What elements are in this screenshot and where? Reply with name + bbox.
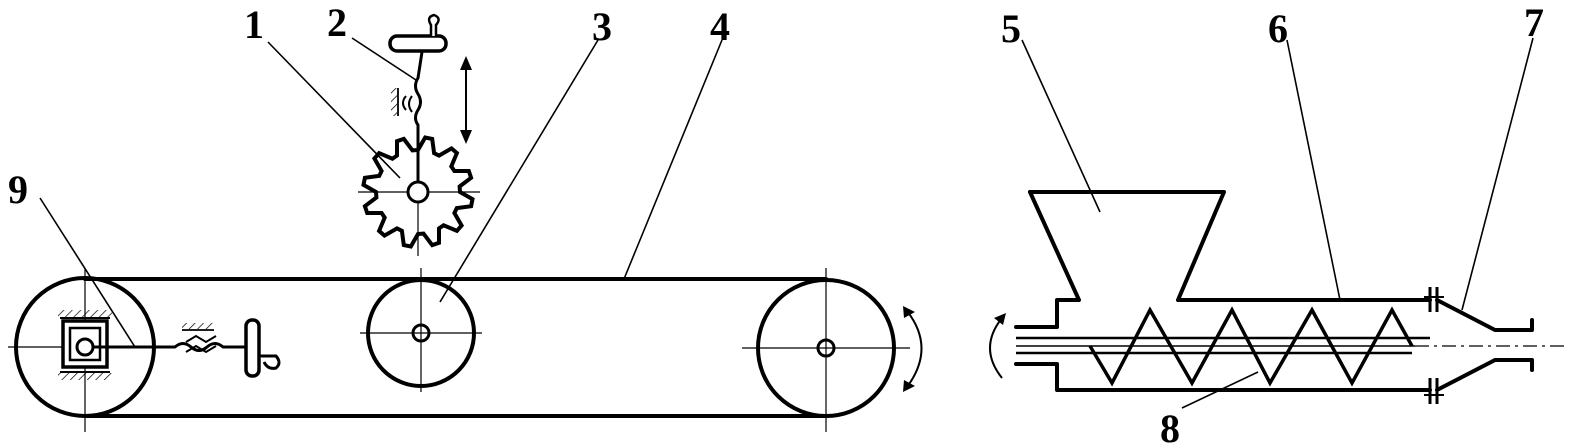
tension-screw-rod: [91, 318, 281, 378]
label-3: 3: [592, 4, 612, 49]
leader-4: [623, 39, 723, 280]
label-2: 2: [327, 0, 347, 45]
leader-3: [439, 39, 599, 303]
label-6: 6: [1268, 6, 1288, 51]
screw-flights: [1088, 306, 1414, 387]
label-9: 9: [8, 167, 28, 212]
gear-rack-mechanism: [358, 13, 480, 256]
label-1: 1: [244, 2, 264, 47]
leader-6: [1286, 39, 1341, 301]
hopper-right-and-barrel-top: [1028, 190, 1432, 302]
label-4: 4: [710, 4, 730, 49]
shaft-rotation-arrow: [989, 313, 1006, 379]
tensioner-bearing: [58, 310, 112, 380]
leader-2: [351, 37, 417, 81]
leader-lines: [39, 37, 1534, 409]
leader-1: [267, 41, 401, 179]
hopper-left: [1014, 190, 1081, 329]
part-labels: 1 2 3 4 5 6 7 8 9: [8, 0, 1544, 446]
barrel-bottom: [1014, 362, 1432, 392]
leader-8: [1181, 371, 1259, 409]
screw-feeder: [989, 190, 1568, 404]
right-pulley: [742, 268, 910, 432]
adjuster-handle: [244, 318, 261, 378]
handle-knob: [259, 354, 281, 370]
leader-5: [1021, 39, 1101, 213]
label-7: 7: [1524, 0, 1544, 45]
leader-7: [1461, 37, 1534, 311]
nozzle-bottom: [1435, 358, 1534, 392]
vertical-motion-arrow: [460, 56, 472, 144]
rack-rod: [414, 50, 424, 184]
nozzle-top: [1435, 298, 1534, 332]
leader-9: [39, 197, 136, 348]
belt-conveyor: [8, 268, 923, 432]
label-8: 8: [1160, 406, 1180, 446]
middle-roller: [360, 268, 482, 392]
label-5: 5: [1001, 6, 1021, 51]
rotation-arrow: [903, 306, 923, 392]
rack-handle: [388, 34, 448, 53]
